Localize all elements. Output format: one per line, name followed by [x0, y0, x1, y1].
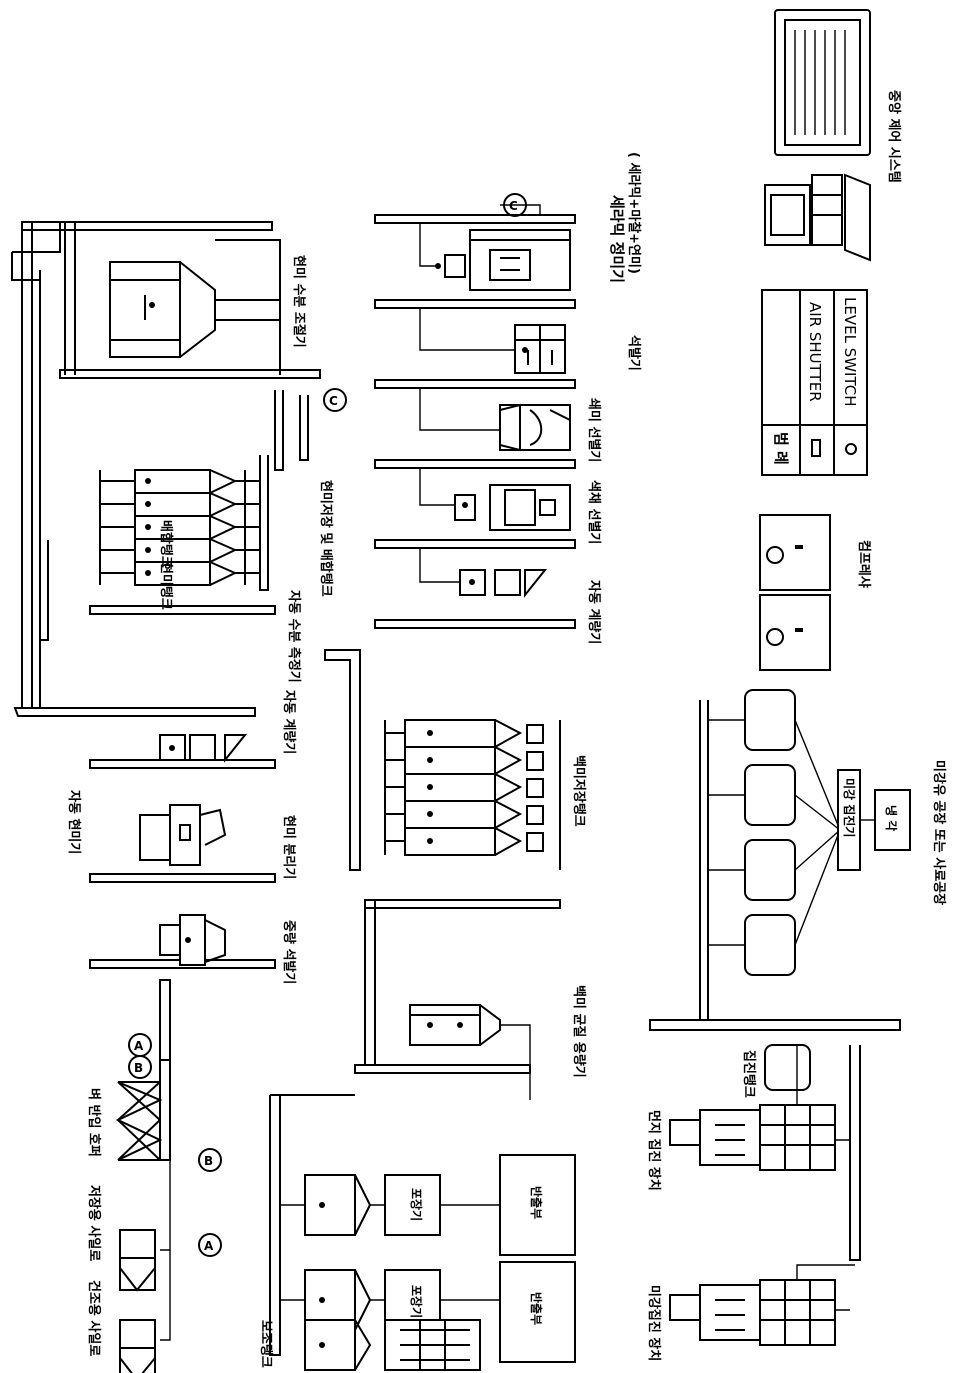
packer-1-label: 포장기 [409, 1188, 424, 1221]
white-rice-tank-label: 백미저장탱크 [571, 755, 587, 827]
dust-collector-label: 먼지 집진 장치 [646, 1110, 662, 1191]
control-system-equipment [765, 10, 870, 260]
legend: 범 례 AIR SHUTTER LEVEL SWITCH [762, 290, 867, 475]
moisture-meter-label: 자동 수분 측정기 [286, 590, 302, 683]
moisture-conditioner-label: 현미 수분 조절기 [291, 255, 307, 348]
marker-b: B [134, 1061, 143, 1075]
legend-row-air-shutter: AIR SHUTTER [806, 302, 824, 402]
legend-row-level-switch: LEVEL SWITCH [841, 297, 859, 407]
keyboard-icon [845, 175, 870, 260]
tank-brown-label: 현미탱크 [158, 562, 174, 610]
polishing-line [375, 205, 575, 628]
compressor-units [760, 515, 830, 670]
white-rice-tank-bank [325, 650, 560, 870]
polisher-label: 세라믹 정미기 [608, 195, 626, 283]
auto-weigher-2-label: 자동 계량기 [586, 580, 601, 644]
marker-b-2: B [204, 1154, 213, 1168]
aux-tank-label: 보조탱크 [258, 1320, 274, 1368]
husker-machine [140, 805, 225, 865]
tank-mixing-label: 배합탱크 [158, 520, 174, 568]
shipping-1-label: 반출부 [529, 1186, 544, 1219]
bran-collection-system: 미강 집진기 냉 각 [650, 690, 910, 1260]
storage-silo-label: 저장용 사일로 [86, 1185, 102, 1261]
color-sorter-label: 색채 선별기 [586, 480, 602, 544]
bran-box-label: 냉 각 [884, 805, 899, 831]
shipping-2-label: 반출부 [529, 1292, 544, 1325]
marker-c-2: C [509, 199, 518, 213]
air-shutter-symbol [812, 440, 820, 456]
stone-remover-label: 중량 석발기 [281, 920, 297, 984]
marker-a-2: A [204, 1239, 214, 1253]
moisture-conditioner-machine [65, 222, 280, 375]
brown-rice-tank-bank: 배합탱크 현미탱크 [60, 370, 320, 610]
brown-rice-tank-label: 현미저장 및 배합탱크 [318, 480, 334, 597]
white-rice-grader-machine [355, 900, 560, 1100]
stone-remover-machine [160, 915, 225, 965]
dry-silo-label: 건조용 사일로 [86, 1280, 102, 1356]
paddy-hopper-label: 벼 반입 호퍼 [86, 1088, 102, 1157]
compressor-label: 컴프레샤 [856, 540, 872, 588]
polisher-sub-label: ( 세라믹+마찰+연미) [626, 152, 642, 274]
control-system-label: 중앙 제어 시스템 [886, 90, 902, 183]
husker-label: 자동 현미기 [66, 790, 82, 854]
legend-title: 범 례 [772, 432, 790, 465]
rice-sorter-label: 쇄미 선별기 [586, 398, 602, 462]
marker-a: A [134, 1039, 144, 1053]
stone-remover-2-label: 석발기 [626, 335, 642, 371]
chaff-collector-label: 미강집진 장치 [646, 1285, 662, 1361]
auto-weigher-1-label: 자동 계량기 [281, 690, 296, 754]
dust-tank-label: 집진탱크 [741, 1050, 757, 1098]
bran-use-label: 미강유 공장 또는 사료공장 [931, 760, 947, 905]
bran-collector-label: 미강 집진기 [842, 778, 857, 837]
marker-c: C [329, 394, 338, 408]
white-rice-grader-label: 백미 균질 용량기 [571, 985, 587, 1078]
packer-2-label: 포장기 [409, 1285, 424, 1318]
intake-conveyor-system [12, 222, 275, 1373]
dust-collector-machines [670, 1045, 855, 1345]
auto-weigher-1 [160, 735, 245, 760]
level-switch-symbol [846, 444, 856, 454]
packing-area [270, 1095, 575, 1370]
brown-separator-label: 현미 분리기 [281, 815, 297, 879]
